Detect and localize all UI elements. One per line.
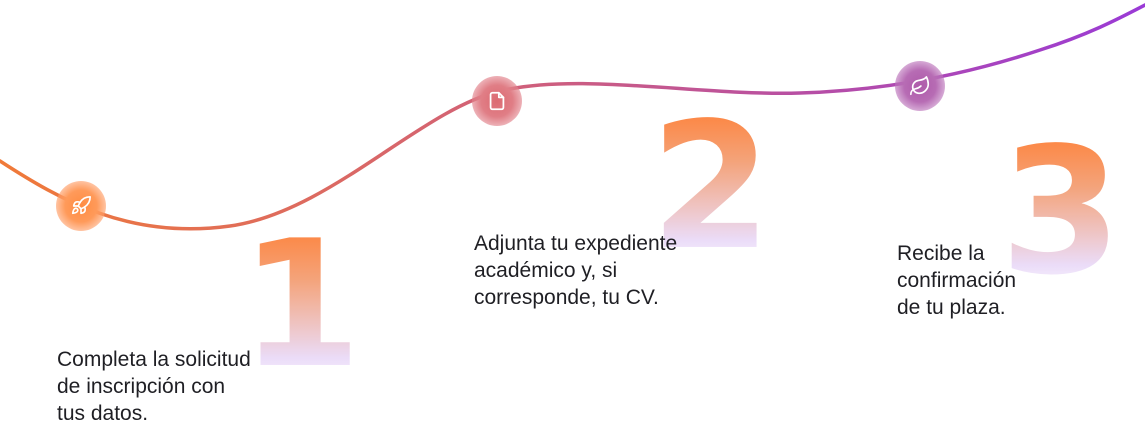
step-description-1: Completa la solicitud de inscripción con…: [57, 348, 251, 425]
document-icon: [489, 91, 505, 111]
step-marker-3: [895, 61, 945, 111]
rocket-icon: [71, 196, 91, 215]
progress-curve-line: [0, 3, 1145, 231]
step-number-3: 3: [1000, 111, 1122, 314]
step-number-2: 2: [650, 86, 772, 289]
step-description-3: Recibe la confirmación de tu plaza.: [897, 242, 1017, 319]
step-number-1: 1: [240, 204, 362, 407]
leaf-icon: [910, 76, 930, 96]
step-marker-2: [472, 76, 522, 126]
step-description-2: Adjunta tu expediente académico y, si co…: [474, 232, 678, 309]
step-marker-1: [56, 181, 106, 231]
